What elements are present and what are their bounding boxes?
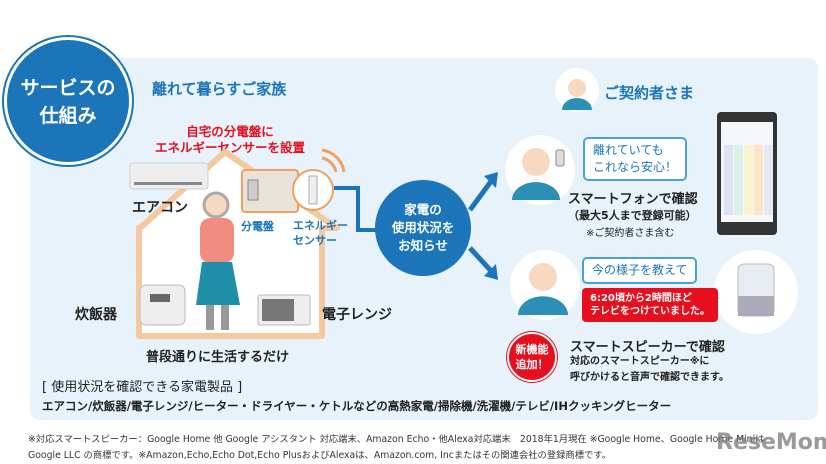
aircon-image: [129, 162, 209, 190]
appliances-list: エアコン/炊飯器/電子レンジ/ヒーター・ドライヤー・ケトルなどの高熱家電/掃除機…: [42, 399, 672, 413]
reply-line1: 6:20頃から2時間ほど: [590, 293, 692, 304]
notify-line2: 使用状況を: [391, 220, 455, 235]
rice-cooker-label: 炊飯器: [75, 307, 117, 323]
elderly-woman-body: [200, 218, 234, 263]
sensor-line1: エネルギー: [293, 219, 348, 232]
badge-line1: サービスの: [20, 77, 116, 99]
speaker-desc: 対応のスマートスピーカー※に 呼びかけると音声で確認できます。: [570, 354, 729, 386]
contractor-title: ご契約者さま: [604, 84, 695, 102]
diagram-graphics: [129, 68, 798, 339]
smartphone-speech-bubble: 離れていても これなら安心！: [583, 137, 688, 181]
service-badge: サービスの 仕組み: [4, 37, 132, 165]
watermark-logo: ReseMom: [716, 430, 826, 455]
smartphone-sub: （最大5人まで登録可能）: [568, 209, 697, 222]
badge-new-line1: 新機能: [515, 343, 549, 356]
elderly-woman-head: [202, 191, 230, 219]
badge-new-line2: 追加！: [515, 358, 549, 371]
aircon-label: エアコン: [132, 200, 188, 216]
notify-circle: 家電の 使用状況を お知らせ: [375, 180, 471, 276]
rice-cooker-image: [139, 284, 186, 326]
family-title: 離れて暮らすご家族: [152, 80, 287, 98]
new-feature-badge: 新機能 追加！: [507, 332, 557, 382]
speaker-title: スマートスピーカーで確認: [570, 340, 725, 355]
appliances-heading: [ 使用状況を確認できる家電製品 ]: [42, 380, 243, 395]
arrow-down-right-icon: [468, 246, 494, 274]
microwave-label: 電子レンジ: [322, 307, 392, 323]
reply-line2: テレビをつけていました。: [590, 306, 710, 317]
sensor-label: エネルギー センサー: [293, 218, 348, 248]
smartphone-title: スマートフォンで確認: [568, 192, 698, 207]
bubble-line1: 離れていても: [593, 143, 664, 157]
install-line1: 自宅の分電盤に: [186, 124, 274, 139]
badge-line2: 仕組み: [39, 105, 97, 127]
sensor-line2: センサー: [293, 234, 337, 247]
install-line2: エネルギーセンサーを設置: [154, 140, 305, 155]
speaker-reply-bubble: 6:20頃から2時間ほど テレビをつけていました。: [582, 288, 718, 322]
speaker-speech-bubble: 今の様子を教えて: [582, 257, 698, 284]
desc-line2: 呼びかけると音声で確認できます。: [570, 372, 729, 383]
footnote: ※対応スマートスピーカー：Google Home 他 Google アシスタント…: [28, 432, 764, 464]
arrow-up-right-icon: [467, 178, 495, 212]
signal-waves-icon: [321, 148, 346, 173]
bubble-line2: これなら安心！: [593, 160, 678, 174]
install-note: 自宅の分電盤に エネルギーセンサーを設置: [140, 124, 320, 156]
family-caption: 普段通りに生活するだけ: [146, 350, 290, 365]
notify-line1: 家電の: [404, 202, 442, 217]
panel-label: 分電盤: [241, 220, 274, 233]
desc-line1: 対応のスマートスピーカー※に: [570, 356, 710, 367]
footnote-line2: Google LLC の商標です。※Amazon,Echo,Echo Dot,E…: [28, 450, 611, 461]
connector-line: [334, 186, 378, 232]
smartphone-note: ※ご契約者さま含む: [586, 228, 675, 239]
footnote-line1: ※対応スマートスピーカー：Google Home 他 Google アシスタント…: [28, 434, 765, 445]
notify-line3: お知らせ: [398, 238, 448, 253]
